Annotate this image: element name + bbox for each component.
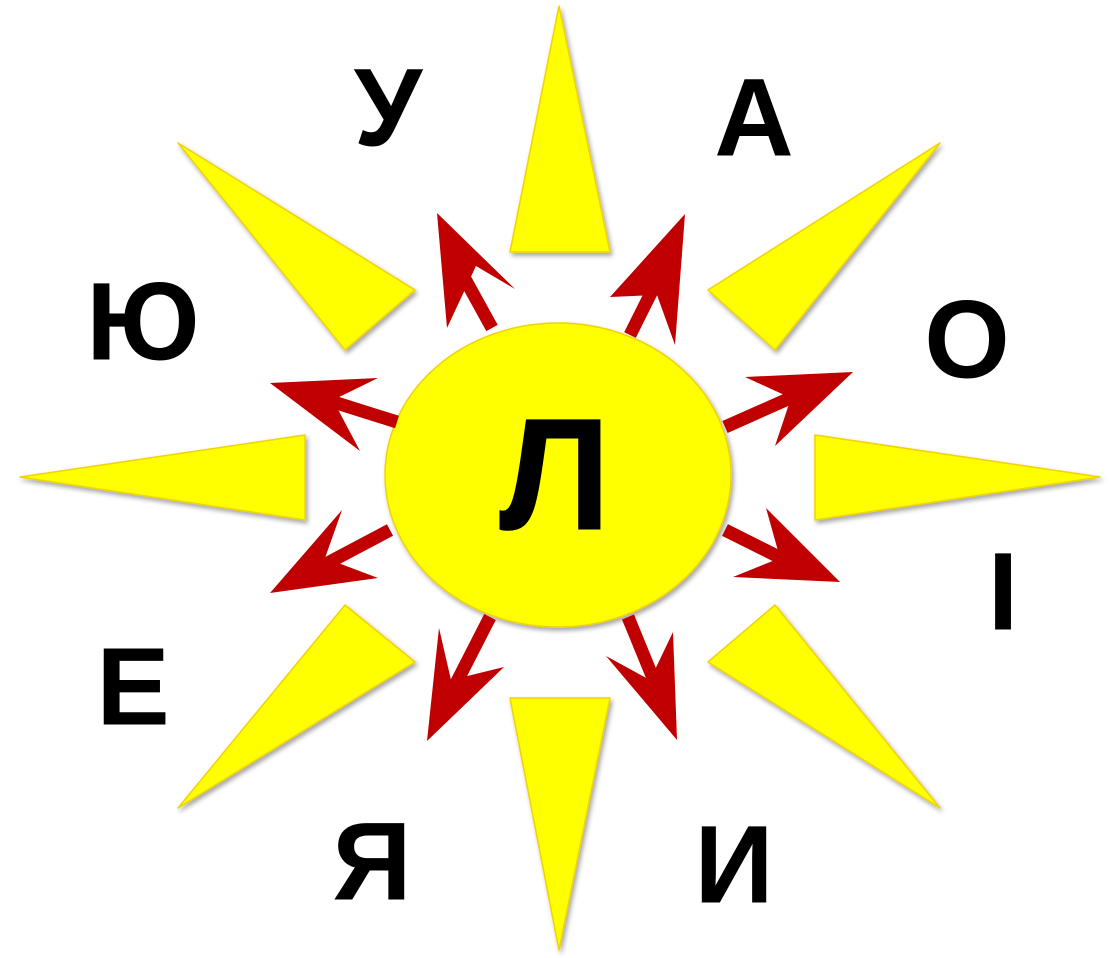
vowel-y: И (694, 804, 773, 927)
sun-ray-top-left (178, 143, 415, 350)
arrow-to-a (610, 214, 685, 345)
vowel-yu: Ю (86, 261, 199, 384)
vowel-e: Е (96, 626, 169, 749)
arrow-to-o (725, 372, 853, 446)
arrow-to-y (606, 617, 677, 740)
center-consonant: Л (499, 385, 611, 564)
arrow-to-ya (427, 617, 504, 741)
sun-ray-bottom-left (178, 605, 415, 808)
arrow-to-u (437, 213, 515, 328)
vowel-u: У (354, 47, 424, 170)
vowel-ya: Я (332, 801, 411, 924)
sun-ray-left (20, 435, 305, 520)
sun-ray-top (510, 6, 610, 252)
vowel-o: О (924, 279, 1010, 402)
arrow-to-e (270, 510, 390, 593)
vowel-a: А (714, 57, 793, 180)
vowel-i: І (988, 531, 1019, 654)
sun-ray-right (815, 435, 1100, 520)
sun-ray-bottom (510, 698, 610, 950)
sun-ray-bottom-right (708, 605, 940, 808)
